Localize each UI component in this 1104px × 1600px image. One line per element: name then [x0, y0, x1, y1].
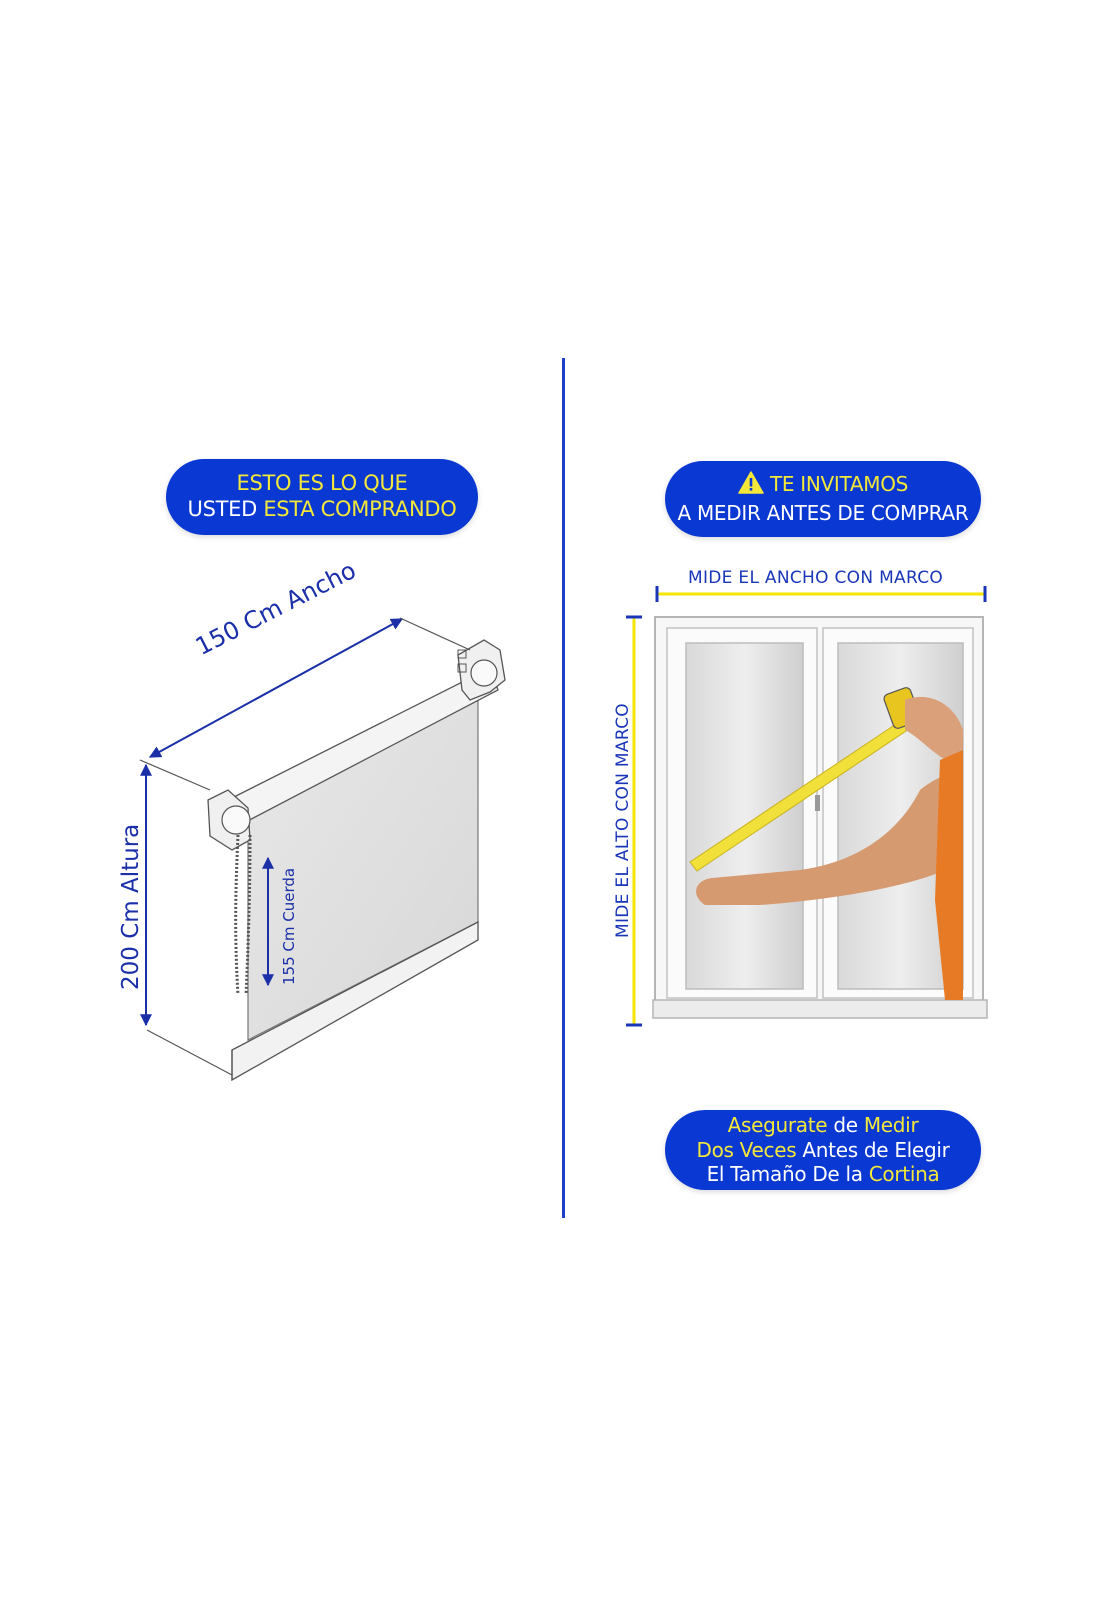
- measure-twice-line3: El Tamaño De la Cortina: [706, 1162, 940, 1186]
- wall-line-bottom: [146, 1029, 233, 1076]
- upper-hand: [905, 696, 963, 763]
- measure-badge-line1: TE INVITAMOS: [665, 471, 981, 500]
- lower-arm: [696, 775, 963, 905]
- blind-cord-label: 155 Cm Cuerda: [280, 867, 298, 985]
- measure-twice-line1: Asegurate de Medir: [727, 1113, 919, 1137]
- wall-line-top: [139, 759, 211, 791]
- warning-icon: [738, 471, 764, 500]
- sleeve: [935, 750, 963, 1000]
- blind-height-label: 200 Cm Altura: [118, 823, 144, 990]
- purchase-badge-line2: USTED ESTA COMPRANDO: [187, 497, 457, 521]
- purchase-badge-line1: ESTO ES LO QUE: [236, 471, 408, 495]
- window-sill: [652, 999, 988, 1019]
- width-dimension-arrow: [148, 618, 404, 758]
- left-glass: [685, 642, 804, 990]
- measure-twice-badge: Asegurate de Medir Dos Veces Antes de El…: [665, 1110, 981, 1190]
- window-height-label: MIDE EL ALTO CON MARCO: [613, 703, 633, 938]
- roller-blind-diagram: [139, 617, 506, 1082]
- window-width-label: MIDE EL ANCHO CON MARCO: [688, 568, 944, 588]
- purchase-badge: ESTO ES LO QUE USTED ESTA COMPRANDO: [166, 459, 478, 535]
- measure-badge-line2: A MEDIR ANTES DE COMPRAR: [677, 501, 969, 525]
- measure-twice-line2: Dos Veces Antes de Elegir: [696, 1137, 950, 1162]
- window-handle: [815, 795, 820, 811]
- window-diagram: [626, 586, 988, 1027]
- center-divider: [562, 358, 565, 1218]
- measure-badge: TE INVITAMOS A MEDIR ANTES DE COMPRAR: [665, 461, 981, 537]
- pull-chain: [234, 834, 240, 996]
